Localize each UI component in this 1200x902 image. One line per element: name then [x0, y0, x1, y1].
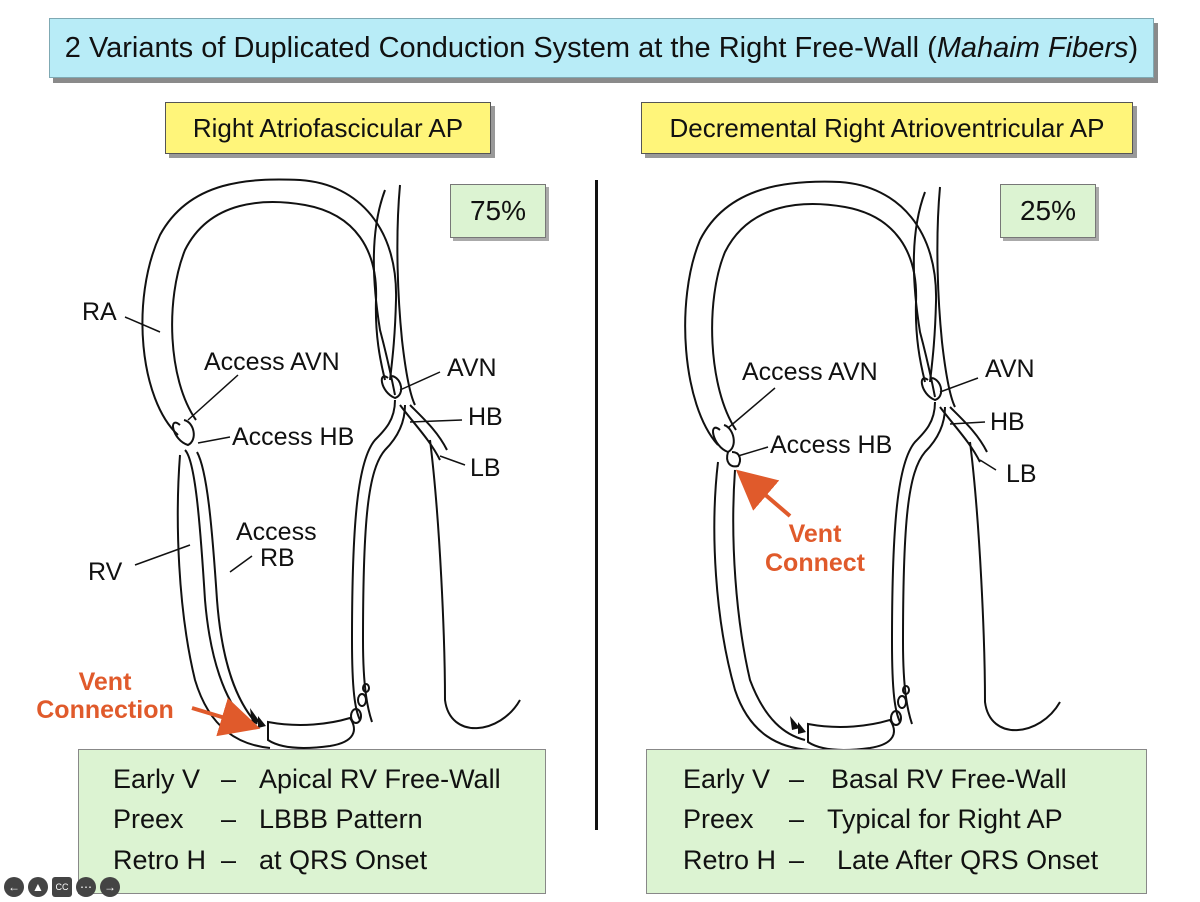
left-summary-key-3: Retro H: [113, 845, 207, 875]
upload-icon[interactable]: ▲: [28, 877, 48, 897]
label-right-lb: LB: [1006, 460, 1037, 488]
left-summary-dash-2: –: [221, 804, 237, 834]
left-summary-value-2: LBBB Pattern: [259, 804, 423, 834]
label-right-access-hb: Access HB: [770, 431, 893, 459]
label-left-hb: HB: [468, 403, 503, 431]
right-percent: 25%: [1000, 184, 1096, 238]
label-left-avn: AVN: [447, 354, 497, 382]
left-vent-arrow: [191, 697, 261, 737]
left-vent-marker-2: [258, 716, 266, 728]
label-left-access-avn: Access AVN: [204, 348, 340, 376]
more-icon[interactable]: ⋯: [76, 877, 96, 897]
label-right-hb: HB: [990, 408, 1025, 436]
left-summary-dash-3: –: [221, 845, 237, 875]
label-right-access-avn: Access AVN: [742, 358, 878, 386]
left-summary: Early V – Apical RV Free-Wall Preex – LB…: [78, 749, 546, 894]
back-icon[interactable]: ←: [4, 877, 24, 897]
left-summary-value-1: Apical RV Free-Wall: [259, 764, 501, 794]
left-heading: Right Atriofascicular AP: [165, 102, 491, 154]
right-leader-lines: [727, 377, 997, 471]
right-heading: Decremental Right Atrioventricular AP: [641, 102, 1133, 154]
forward-icon[interactable]: →: [100, 877, 120, 897]
right-summary-value-1: Basal RV Free-Wall: [831, 764, 1067, 794]
title-close: ): [1128, 31, 1139, 64]
left-summary-key-2: Preex: [113, 804, 184, 834]
left-heart: [141, 178, 521, 749]
title-emphasis: Mahaim Fibers: [936, 31, 1129, 64]
right-summary-key-3: Retro H: [683, 845, 777, 875]
label-right-avn: AVN: [985, 355, 1035, 383]
label-right-vent-2: Connect: [765, 549, 865, 577]
label-ra: RA: [82, 298, 117, 326]
panel-divider: [595, 180, 598, 830]
right-vent-marker-2: [798, 722, 806, 734]
label-left-vent-1: Vent: [78, 668, 132, 696]
label-access-rb-1: Access: [236, 518, 317, 546]
left-summary-value-3: at QRS Onset: [259, 845, 428, 875]
right-heart: [684, 180, 1061, 751]
right-summary-key-1: Early V: [683, 764, 771, 794]
label-left-access-hb: Access HB: [232, 423, 355, 451]
captions-icon[interactable]: CC: [52, 877, 72, 897]
player-controls: ← ▲ CC ⋯ →: [4, 877, 120, 897]
label-right-vent-1: Vent: [788, 520, 842, 548]
label-left-lb: LB: [470, 454, 501, 482]
right-summary-dash-3: –: [789, 845, 805, 875]
left-summary-dash-1: –: [221, 764, 237, 794]
right-vent-arrow: [735, 469, 792, 518]
label-rv: RV: [88, 558, 123, 586]
right-summary-dash-1: –: [789, 764, 805, 794]
right-vent-marker: [790, 716, 800, 730]
right-summary: Early V – Basal RV Free-Wall Preex – Typ…: [646, 749, 1147, 894]
right-summary-key-2: Preex: [683, 804, 754, 834]
left-percent: 75%: [450, 184, 546, 238]
left-summary-key-1: Early V: [113, 764, 201, 794]
right-summary-dash-2: –: [789, 804, 805, 834]
left-leader-lines: [124, 316, 466, 573]
right-summary-value-2: Typical for Right AP: [827, 804, 1063, 834]
right-summary-value-3: Late After QRS Onset: [837, 845, 1099, 875]
label-left-vent-2: Connection: [36, 696, 174, 724]
title-text: 2 Variants of Duplicated Conduction Syst…: [64, 31, 937, 64]
slide-title: 2 Variants of Duplicated Conduction Syst…: [49, 18, 1154, 78]
label-access-rb-2: RB: [260, 544, 295, 572]
